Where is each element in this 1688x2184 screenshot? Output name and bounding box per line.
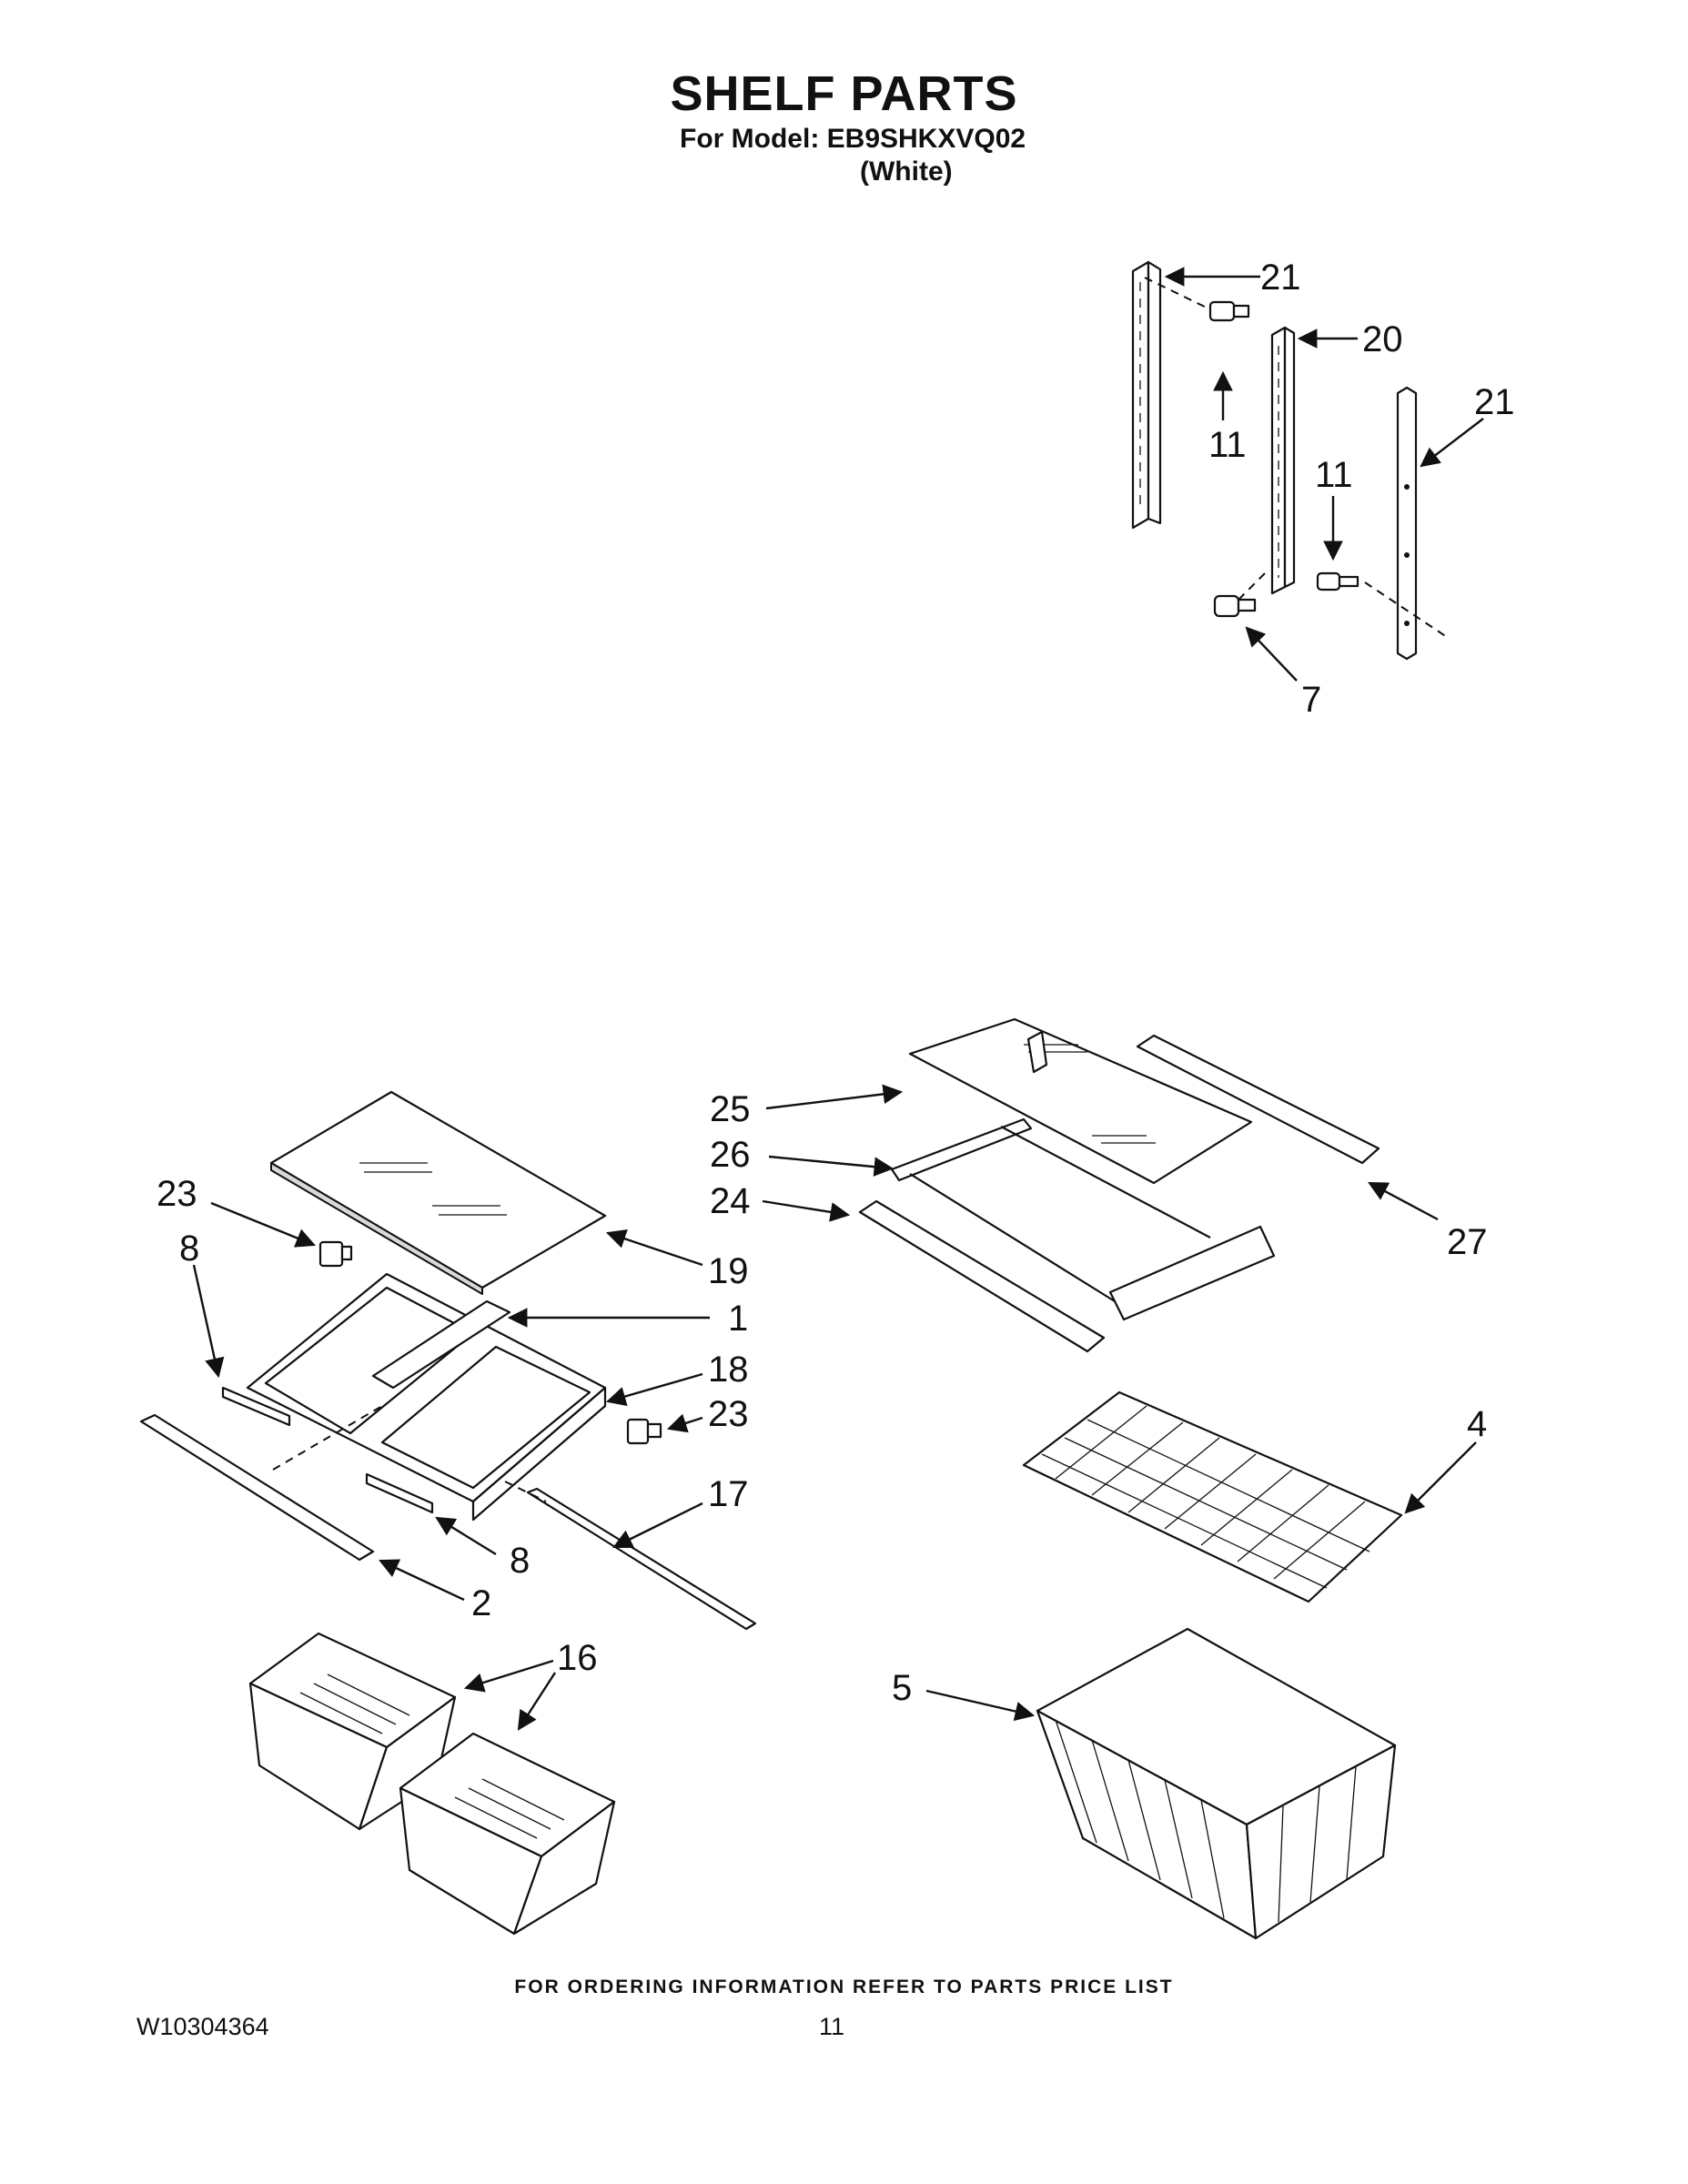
front-trim-2 [139, 1413, 375, 1562]
callout-21-a: 21 [1260, 258, 1301, 298]
callout-16: 16 [557, 1638, 598, 1678]
page-number: 11 [819, 2013, 845, 2040]
callout-18: 18 [708, 1350, 749, 1390]
crisper-drawer-16-lower [399, 1732, 616, 1936]
slide-8-lower [365, 1472, 434, 1514]
screw-11-lower [1316, 571, 1359, 592]
callout-20: 20 [1362, 319, 1403, 359]
callout-21-b: 21 [1474, 382, 1515, 422]
callout-17: 17 [708, 1474, 749, 1514]
callout-27: 27 [1447, 1222, 1488, 1262]
wire-basket-5 [1036, 1627, 1397, 1940]
trim-24 [858, 1199, 1106, 1353]
rod-17 [526, 1487, 757, 1631]
cover-support-23-lower [626, 1418, 662, 1445]
callout-23-a: 23 [157, 1174, 197, 1214]
callout-11-a: 11 [1208, 425, 1247, 465]
model-color-line: (White) [860, 157, 953, 187]
screw-7 [1213, 594, 1257, 618]
screw-11-upper [1208, 300, 1250, 322]
callout-4: 4 [1467, 1404, 1487, 1444]
callout-11-b: 11 [1315, 455, 1353, 495]
callout-23-b: 23 [708, 1394, 749, 1434]
rail-21-left [1131, 260, 1162, 530]
rail-20-center [1270, 326, 1296, 595]
callout-2: 2 [471, 1583, 491, 1623]
document-number: W10304364 [136, 2013, 269, 2040]
callout-8-a: 8 [179, 1228, 199, 1269]
model-number-line: For Model: EB9SHKXVQ02 [680, 124, 1026, 154]
trim-27 [1136, 1034, 1380, 1165]
wire-shelf-4 [1022, 1390, 1403, 1603]
cover-support-23-upper [318, 1240, 353, 1268]
rail-21-right [1396, 386, 1418, 661]
crisper-drawer-16-upper [248, 1632, 457, 1831]
callout-24: 24 [710, 1181, 751, 1221]
callout-7: 7 [1301, 680, 1321, 720]
slide-8-upper [221, 1386, 291, 1427]
shelf-frame-26 [890, 1030, 1276, 1321]
callout-8-b: 8 [510, 1541, 530, 1581]
glass-shelf-25 [908, 1017, 1253, 1185]
glass-cover-19 [269, 1090, 607, 1295]
page-title: SHELF PARTS [670, 66, 1018, 121]
callout-25: 25 [710, 1089, 751, 1129]
callout-5: 5 [892, 1668, 912, 1708]
crisper-frame-18 [246, 1272, 607, 1522]
callout-19: 19 [708, 1251, 749, 1291]
callout-1: 1 [728, 1299, 748, 1339]
callout-26: 26 [710, 1135, 751, 1175]
ordering-note: FOR ORDERING INFORMATION REFER TO PARTS … [514, 1977, 1174, 1997]
